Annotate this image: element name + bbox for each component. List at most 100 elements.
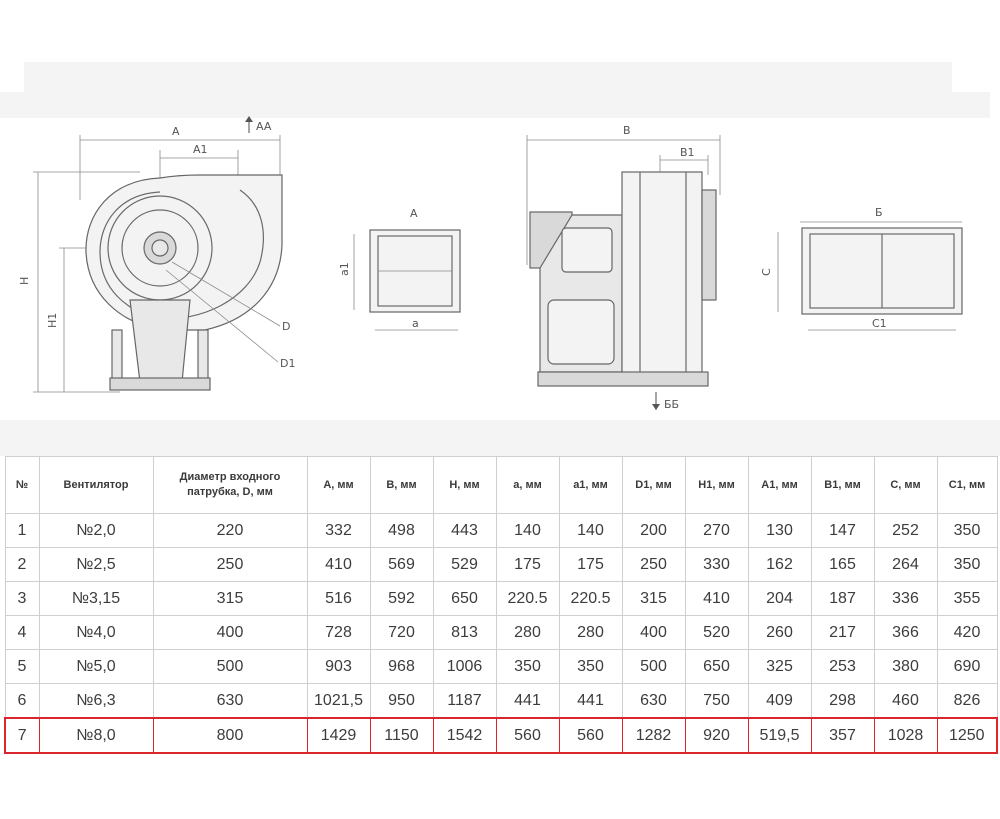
dim-D-label: D (282, 320, 290, 333)
table-cell: 350 (936, 547, 998, 582)
table-cell: 800 (152, 717, 308, 754)
table-cell: 409 (747, 683, 812, 719)
table-cell: 519,5 (747, 717, 812, 754)
dim-a-label: a (412, 317, 419, 330)
table-cell: 813 (432, 615, 497, 650)
column-header: a1, мм (558, 456, 623, 514)
table-cell: 260 (747, 615, 812, 650)
dim-B-label: B (623, 124, 631, 137)
table-cell: 130 (747, 513, 812, 548)
table-cell: 220.5 (558, 581, 623, 616)
column-header: № (4, 456, 40, 514)
table-cell: 140 (495, 513, 560, 548)
table-cell: 270 (684, 513, 749, 548)
table-cell: 2 (4, 547, 40, 582)
table-cell: 500 (152, 649, 308, 684)
table-cell: 220.5 (495, 581, 560, 616)
front-view: B B1 ББ (526, 124, 721, 411)
table-cell: 650 (684, 649, 749, 684)
column-header: C, мм (873, 456, 938, 514)
column-header: Вентилятор (38, 456, 154, 514)
table-cell: 592 (369, 581, 434, 616)
table-cell: 357 (810, 717, 875, 754)
table-cell: 315 (621, 581, 686, 616)
table-cell: 460 (873, 683, 938, 719)
table-cell: 516 (306, 581, 371, 616)
column-header: a, мм (495, 456, 560, 514)
table-cell: 336 (873, 581, 938, 616)
dim-H1-label: H1 (46, 313, 59, 328)
table-cell: 968 (369, 649, 434, 684)
table-cell: 826 (936, 683, 998, 719)
table-cell: 1187 (432, 683, 497, 719)
table-cell: №2,5 (38, 547, 154, 582)
table-cell: 330 (684, 547, 749, 582)
table-cell: 162 (747, 547, 812, 582)
table-cell: 520 (684, 615, 749, 650)
dim-B1-label: B1 (680, 146, 695, 159)
dim-a1-label: a1 (338, 262, 351, 276)
table-cell: 204 (747, 581, 812, 616)
upper-band (0, 92, 990, 118)
table-cell: 420 (936, 615, 998, 650)
table-cell: 569 (369, 547, 434, 582)
dim-C1-label: C1 (872, 317, 887, 330)
table-cell: 350 (936, 513, 998, 548)
inlet-flange-view: A a1 a (338, 207, 461, 331)
column-header: Диаметр входного патрубка, D, мм (152, 456, 308, 514)
table-cell: 250 (152, 547, 308, 582)
table-cell: №6,3 (38, 683, 154, 719)
table-cell: 441 (495, 683, 560, 719)
mid-band (0, 420, 1000, 456)
table-cell: 380 (873, 649, 938, 684)
table-cell: 560 (558, 717, 623, 754)
dim-D1-label: D1 (280, 357, 295, 370)
table-cell: 6 (4, 683, 40, 719)
dim-C-label: C (760, 268, 773, 276)
table-cell: №5,0 (38, 649, 154, 684)
table-cell: 332 (306, 513, 371, 548)
table-cell: 250 (621, 547, 686, 582)
table-cell: 280 (495, 615, 560, 650)
table-cell: 325 (747, 649, 812, 684)
table-cell: 200 (621, 513, 686, 548)
table-cell: 1006 (432, 649, 497, 684)
table-cell: 410 (306, 547, 371, 582)
table-cell: 4 (4, 615, 40, 650)
table-cell: 253 (810, 649, 875, 684)
fan-technical-drawing: A AA A1 H H1 D D1 (18, 116, 963, 411)
column-header: B1, мм (810, 456, 875, 514)
table-cell: 1028 (873, 717, 938, 754)
table-cell: 315 (152, 581, 308, 616)
dim-inlet-A-label: A (410, 207, 418, 220)
table-cell: 350 (495, 649, 560, 684)
table-cell: 1250 (936, 717, 998, 754)
dim-A-label: A (172, 125, 180, 138)
column-header: H, мм (432, 456, 497, 514)
table-cell: 529 (432, 547, 497, 582)
table-cell: 140 (558, 513, 623, 548)
table-cell: 630 (621, 683, 686, 719)
table-cell: №8,0 (38, 717, 154, 754)
section-AA-label: AA (256, 120, 272, 133)
section-BB-label: ББ (664, 398, 679, 411)
column-header: A, мм (306, 456, 371, 514)
table-cell: 400 (152, 615, 308, 650)
table-cell: 175 (558, 547, 623, 582)
column-header: B, мм (369, 456, 434, 514)
table-cell: 630 (152, 683, 308, 719)
table-cell: 1282 (621, 717, 686, 754)
column-header: H1, мм (684, 456, 749, 514)
table-cell: 1 (4, 513, 40, 548)
table-cell: 252 (873, 513, 938, 548)
column-header: D1, мм (621, 456, 686, 514)
table-cell: 650 (432, 581, 497, 616)
dim-outlet-B-label: Б (875, 206, 883, 219)
table-cell: №2,0 (38, 513, 154, 548)
table-cell: 728 (306, 615, 371, 650)
